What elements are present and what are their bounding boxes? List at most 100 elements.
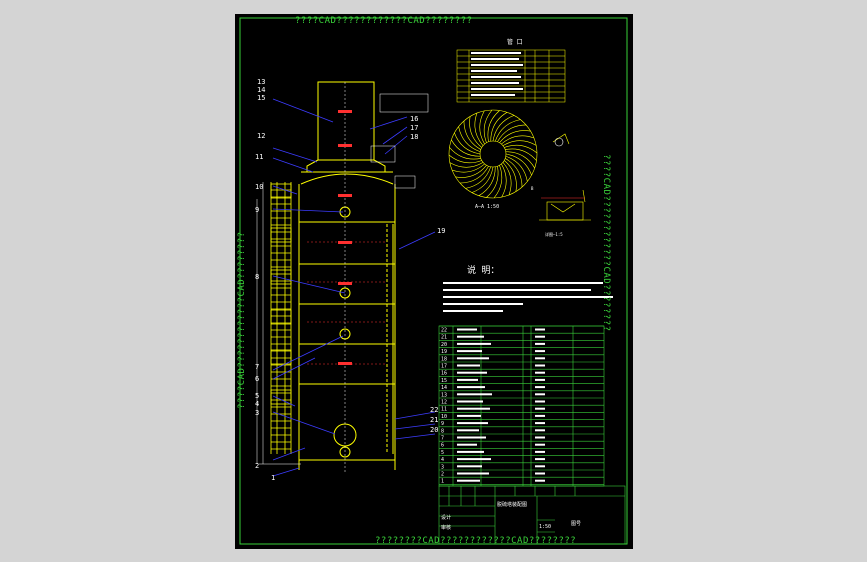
bom-index: 14 bbox=[441, 385, 447, 391]
vane bbox=[449, 162, 484, 168]
vane bbox=[451, 139, 481, 157]
bom-code bbox=[457, 465, 482, 468]
callout-8: 8 bbox=[255, 273, 259, 281]
callout-14: 14 bbox=[257, 86, 265, 94]
bom-material bbox=[535, 479, 545, 482]
svg-text:1:50: 1:50 bbox=[539, 524, 551, 530]
bom-index: 4 bbox=[441, 457, 444, 463]
bom-code bbox=[457, 350, 482, 353]
bom-index: 18 bbox=[441, 356, 447, 362]
vane bbox=[493, 165, 503, 199]
bom-index: 6 bbox=[441, 443, 444, 449]
vane bbox=[449, 147, 481, 160]
bom-material bbox=[535, 393, 545, 396]
callout-16: 16 bbox=[410, 115, 418, 123]
vane bbox=[494, 119, 521, 142]
vessel bbox=[298, 81, 396, 470]
drawing-sheet: 13 14 15 12 11 10 9 8 7 6 5 4 3 2 1 16 1… bbox=[235, 14, 633, 549]
bom-code bbox=[457, 414, 481, 417]
bom-material bbox=[535, 364, 545, 367]
bom-index: 2 bbox=[441, 472, 444, 478]
callout-3: 3 bbox=[255, 409, 259, 417]
vane bbox=[469, 116, 482, 148]
bom-index: 16 bbox=[441, 371, 447, 377]
callout-11: 11 bbox=[255, 153, 263, 161]
svg-text:设计: 设计 bbox=[441, 514, 451, 521]
vane bbox=[465, 166, 492, 189]
bom-material bbox=[535, 472, 545, 475]
bom-index: 3 bbox=[441, 464, 444, 470]
callout-12: 12 bbox=[257, 132, 265, 140]
vane bbox=[501, 135, 535, 145]
svg-text:A—A 1:50: A—A 1:50 bbox=[475, 204, 499, 210]
vane bbox=[458, 126, 481, 153]
bom-code bbox=[457, 429, 479, 432]
bom-code bbox=[457, 378, 478, 381]
vane bbox=[459, 166, 489, 184]
bom-index: 17 bbox=[441, 364, 447, 370]
callout-4: 4 bbox=[255, 400, 259, 408]
svg-text:图号: 图号 bbox=[571, 521, 581, 527]
nozzle-table bbox=[456, 49, 566, 103]
vane bbox=[463, 120, 481, 150]
watermark-left: ????CAD????????????CAD???????? bbox=[237, 231, 247, 409]
vane bbox=[483, 109, 493, 143]
callout-5: 5 bbox=[255, 392, 259, 400]
vane bbox=[502, 140, 537, 146]
vane bbox=[471, 166, 494, 193]
bom-code bbox=[457, 393, 492, 396]
cad-drawing: 13 14 15 12 11 10 9 8 7 6 5 4 3 2 1 16 1… bbox=[239, 17, 628, 545]
bom-material bbox=[535, 357, 545, 360]
plan-view bbox=[448, 109, 538, 199]
vane bbox=[492, 115, 515, 142]
bom-code bbox=[457, 328, 477, 331]
ladder bbox=[270, 182, 292, 454]
vane bbox=[487, 110, 500, 142]
callout-17: 17 bbox=[410, 124, 418, 132]
watermark-bottom: ????????CAD????????????CAD???????? bbox=[375, 536, 577, 546]
vane bbox=[455, 165, 487, 178]
vane bbox=[505, 153, 532, 176]
bom-index: 7 bbox=[441, 436, 444, 442]
vane bbox=[504, 144, 538, 154]
bom-code bbox=[457, 436, 486, 439]
bom-index: 21 bbox=[441, 335, 447, 341]
vane bbox=[505, 148, 537, 161]
watermark-right: ????CAD????????????CAD???????? bbox=[601, 154, 611, 332]
svg-text:审核: 审核 bbox=[441, 524, 451, 531]
vane bbox=[505, 158, 523, 188]
vane bbox=[502, 162, 512, 196]
bom-index: 19 bbox=[441, 349, 447, 355]
bom-material bbox=[535, 371, 545, 374]
vane bbox=[505, 151, 535, 169]
callout-1: 1 bbox=[271, 474, 275, 482]
bom-material bbox=[535, 443, 545, 446]
bom-index: 13 bbox=[441, 392, 447, 398]
bom-index: 11 bbox=[441, 407, 447, 413]
callout-7: 7 bbox=[255, 363, 259, 371]
bom-material bbox=[535, 335, 545, 338]
bom-material bbox=[535, 350, 545, 353]
bom-material bbox=[535, 342, 545, 345]
vane bbox=[474, 112, 484, 146]
notes-lines bbox=[443, 282, 613, 312]
bom-material bbox=[535, 400, 545, 403]
nozzle-table-title: 管 口 bbox=[507, 38, 523, 46]
bom-index: 12 bbox=[441, 400, 447, 406]
bom-code bbox=[457, 335, 484, 338]
bom-material bbox=[535, 422, 545, 425]
bom-code bbox=[457, 450, 484, 453]
bom-code bbox=[457, 422, 488, 425]
bom-code bbox=[457, 357, 489, 360]
bom-material bbox=[535, 378, 545, 381]
bom-material bbox=[535, 414, 545, 417]
vane bbox=[490, 112, 508, 142]
bom-code bbox=[457, 342, 491, 345]
vane bbox=[499, 130, 531, 143]
vane bbox=[497, 124, 527, 142]
bom-code bbox=[457, 371, 487, 374]
leader-lines bbox=[272, 98, 436, 477]
vane bbox=[479, 110, 485, 145]
vane bbox=[501, 163, 507, 198]
title-block bbox=[438, 485, 626, 545]
